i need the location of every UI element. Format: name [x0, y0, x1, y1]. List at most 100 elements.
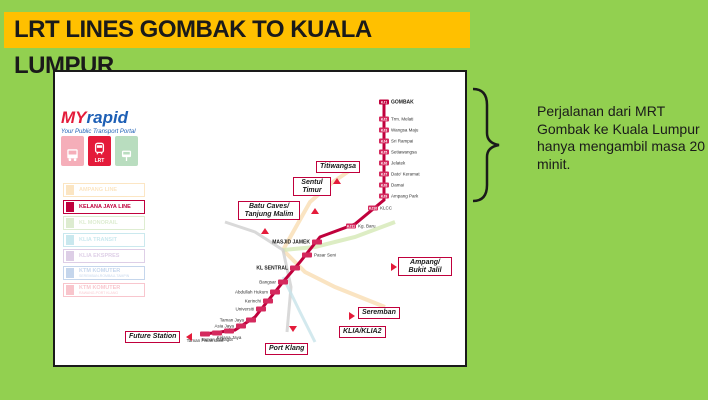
station-code: KJ3: [381, 128, 387, 132]
line-list: AMPANG LINE KELANA JAYA LINE KL MONORAIL KL…: [63, 183, 145, 299]
station-marker: [212, 330, 222, 336]
station-name: Abdullah Hukum: [235, 290, 268, 295]
mode-monorail[interactable]: [115, 136, 138, 166]
station-marker: [379, 182, 389, 188]
station-marker: [379, 116, 389, 122]
line-item-3[interactable]: KLIA TRANSIT: [63, 232, 145, 247]
line-label: KELANA JAYA LINE: [79, 203, 131, 210]
station-18[interactable]: Taman Jaya: [220, 317, 256, 323]
line-item-4[interactable]: KLIA EKSPRES: [63, 249, 145, 264]
mode-bus[interactable]: [61, 136, 84, 166]
line-item-0[interactable]: AMPANG LINE: [63, 183, 145, 197]
lrt-map: MYrapid Your Public Transport Portal LRT…: [53, 70, 467, 367]
station-marker: [270, 289, 280, 295]
station-14[interactable]: Bangsar: [259, 279, 288, 285]
station-marker: [256, 306, 266, 312]
station-code: KJ8: [381, 183, 387, 187]
station-marker: [379, 149, 389, 155]
callout-ampang: Ampang/ Bukit Jalil: [398, 257, 452, 277]
station-2[interactable]: KJ3 Wangsa Maju: [379, 127, 419, 133]
station-marker: [302, 252, 312, 258]
station-13[interactable]: KL SENTRAL: [256, 265, 300, 272]
station-marker: [379, 127, 389, 133]
station-20[interactable]: Kelana Jaya: [217, 328, 242, 341]
station-marker: [379, 138, 389, 144]
station-code: KJ1: [381, 100, 387, 104]
arrow-future: [186, 333, 192, 341]
station-marker: [346, 223, 356, 229]
line-item-2[interactable]: KL MONORAIL: [63, 216, 145, 231]
station-name: KLCC: [380, 206, 393, 211]
station-marker: [368, 205, 378, 211]
line-sublabel: SEREMBAN-ROMBAU-TAMPIN: [79, 273, 130, 278]
station-21[interactable]: Taman Bahagia: [201, 330, 233, 343]
station-name: Setiawangsa: [391, 150, 417, 155]
station-marker: [246, 317, 256, 323]
bus-icon: [67, 149, 78, 161]
arrow-sentul: [311, 208, 319, 214]
station-17[interactable]: Universiti: [235, 306, 266, 312]
station-12[interactable]: Pasar Seni: [302, 252, 336, 258]
station-name: Kerinchi: [245, 299, 261, 304]
myrapid-logo: MYrapid Your Public Transport Portal: [61, 108, 136, 135]
station-16[interactable]: Kerinchi: [245, 298, 273, 304]
station-19[interactable]: Asia Jaya: [214, 323, 246, 329]
description-text: Perjalanan dari MRT Gombak ke Kuala Lump…: [537, 103, 706, 172]
line-label: AMPANG LINE: [79, 187, 118, 193]
arrow-seremban: [349, 312, 355, 320]
station-22[interactable]: Taman Paramount: [187, 331, 225, 344]
station-name: KL SENTRAL: [256, 266, 288, 272]
line-sublabel: RAWANG-PORT KLANG: [79, 290, 119, 295]
line-label: KTM KOMUTER: [79, 267, 121, 274]
station-name: Ampang Park: [391, 194, 419, 199]
station-name: Taman Paramount: [187, 338, 225, 343]
line-label-wrap: KLIA EKSPRES: [79, 253, 119, 259]
station-name: GOMBAK: [391, 100, 414, 106]
line-swatch: [66, 201, 74, 212]
logo-prefix: MY: [61, 108, 87, 127]
station-11[interactable]: MASJID JAMEK: [272, 239, 322, 246]
callout-future-station: Future Station: [125, 331, 181, 343]
line-label-wrap: KLIA TRANSIT: [79, 237, 117, 243]
line-label-wrap: AMPANG LINE: [79, 187, 117, 193]
station-8[interactable]: KJ9 Ampang Park: [379, 193, 419, 199]
ktm-faded: [224, 220, 293, 333]
arrow-ampang: [391, 263, 397, 271]
station-marker: [263, 298, 273, 304]
station-name: Dato' Keramat: [391, 172, 420, 177]
station-name: Jelatek: [391, 161, 406, 166]
station-name: Wangsa Maju: [391, 128, 419, 133]
station-name: Pasar Seni: [314, 253, 336, 258]
line-item-1[interactable]: KELANA JAYA LINE: [63, 199, 145, 214]
callout-port-klang: Port Klang: [265, 343, 309, 355]
callout-sentul-timur: Sentul Timur: [293, 177, 331, 197]
logo-tagline: Your Public Transport Portal: [61, 129, 136, 135]
line-label-wrap: KL MONORAIL: [79, 220, 118, 226]
station-marker: [200, 331, 210, 337]
mode-lrt[interactable]: LRT: [88, 136, 111, 166]
station-marker: [379, 160, 389, 166]
station-name: Sri Rampai: [391, 139, 413, 144]
station-name: Universiti: [235, 307, 254, 312]
line-swatch: [66, 185, 74, 195]
station-marker: [236, 323, 246, 329]
station-code: KJ9: [381, 194, 387, 198]
station-0[interactable]: KJ1 GOMBAK: [379, 99, 414, 106]
line-label: KTM KOMUTER: [79, 284, 121, 291]
line-swatch: [66, 251, 74, 262]
station-15[interactable]: Abdullah Hukum: [235, 289, 280, 295]
station-marker: [379, 99, 389, 105]
curly-brace: [472, 87, 500, 203]
